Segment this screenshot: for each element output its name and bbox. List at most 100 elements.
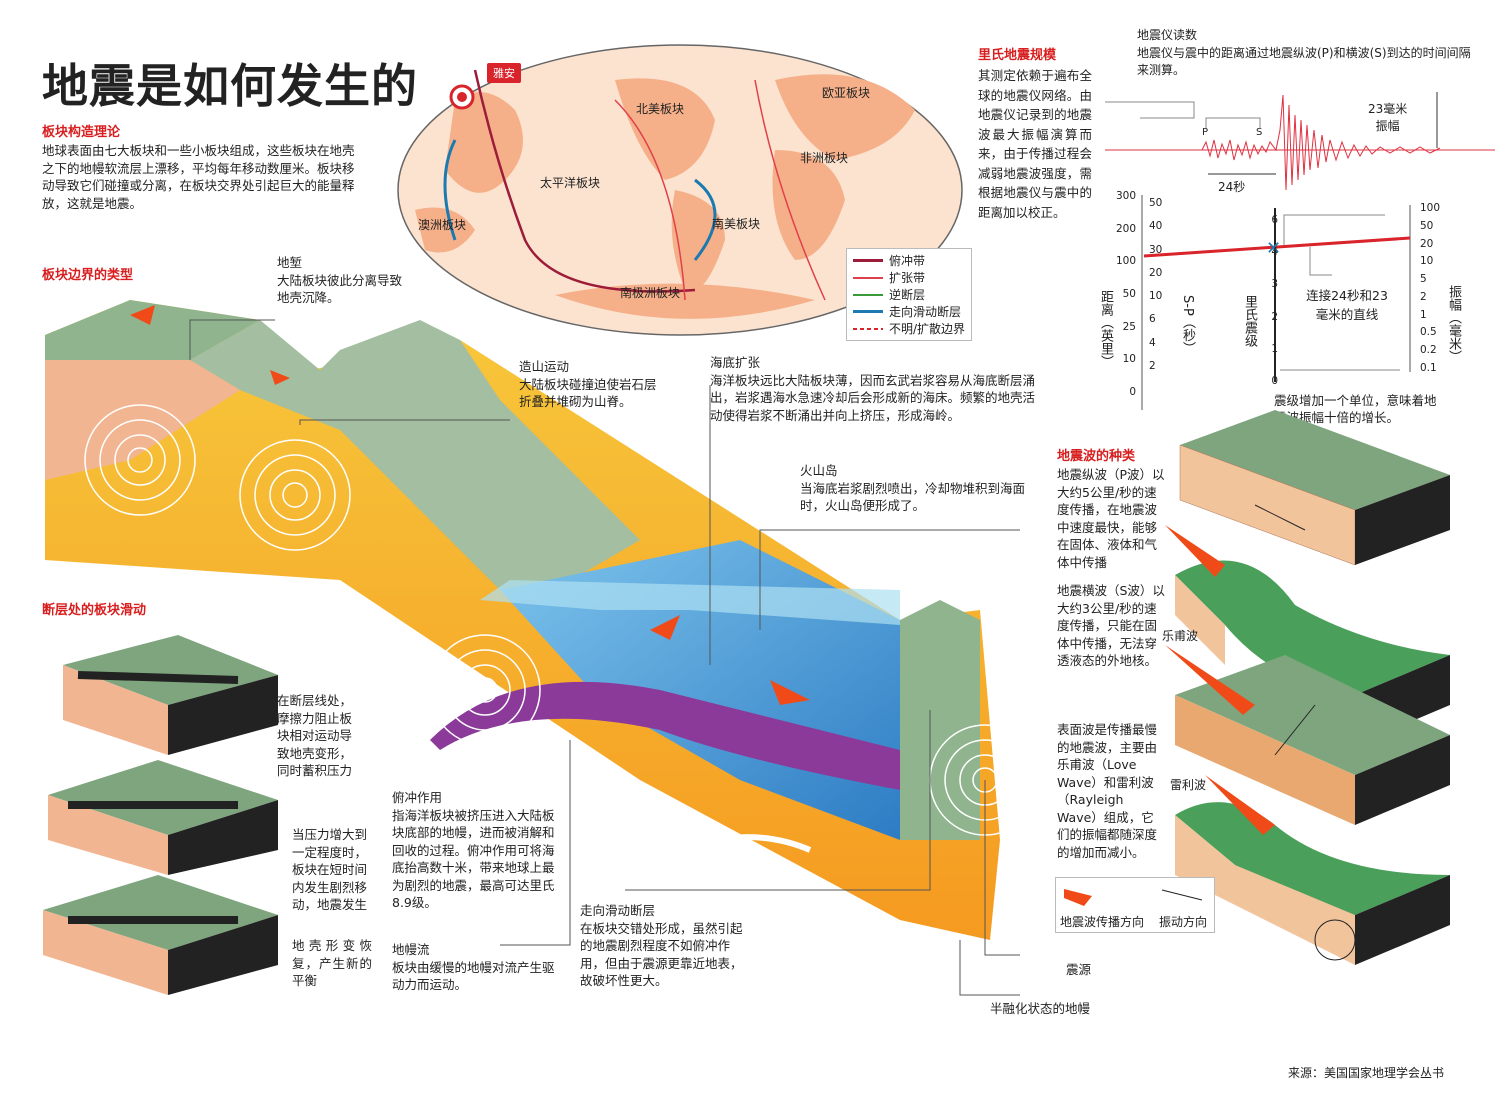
amplitude_ticks-tick-label: 0.2 bbox=[1420, 344, 1437, 357]
fault-slip-blocks bbox=[43, 635, 278, 995]
amplitude_ticks-tick-label: 1 bbox=[1420, 308, 1427, 321]
p-wave-text: 地震纵波（P波）以大约5公里/秒的速度传播，在地震波中速度最快，能够在固体、液体… bbox=[1057, 467, 1165, 570]
propagation-arrow-icon bbox=[1205, 775, 1275, 835]
yaan-marker-label: 雅安 bbox=[487, 63, 521, 83]
rotation-arrow-icon bbox=[1314, 919, 1356, 961]
wave-type-blocks bbox=[1165, 410, 1450, 965]
rayleigh-wave-label: 雷利波 bbox=[1170, 778, 1207, 792]
plate-label: 澳洲板块 bbox=[418, 218, 467, 232]
richter-body: 其测定依赖于遍布全球的地震仪网络。由地震仪记录到的地震波最大振幅演算而来，由于传… bbox=[978, 68, 1092, 220]
fault-block-stage-3 bbox=[43, 875, 278, 995]
vibration-arrow-icon bbox=[1274, 704, 1316, 756]
magnitude_ticks-tick-label: 1 bbox=[1271, 342, 1278, 355]
orogeny-callout: 造山运动 大陆板块碰撞迫使岩石层折叠并堆砌为山脊。 bbox=[519, 359, 657, 409]
amplitude-axis-label: 振幅（毫米） bbox=[1446, 285, 1461, 363]
fault-block-stage-2 bbox=[48, 760, 278, 875]
plate-tectonics-heading: 板块构造理论 bbox=[42, 125, 121, 140]
plate-label: 欧亚板块 bbox=[822, 86, 871, 100]
sp-axis-label: S-P（秒） bbox=[1180, 295, 1195, 355]
propagation-arrow-icon bbox=[1165, 525, 1225, 577]
s-wave-text: 地震横波（S波）以大约3公里/秒的速度传播，只能在固体中传播，无法穿透液态的外地… bbox=[1057, 583, 1165, 668]
amplitude_ticks-tick-label: 10 bbox=[1420, 255, 1434, 268]
amplitude_ticks-tick-label: 0.5 bbox=[1420, 326, 1437, 339]
fault-step-1: 在断层线处，摩擦力阻止板块相对运动导致地壳变形，同时蓄积压力 bbox=[277, 693, 353, 778]
richter-nomogram: ✕ bbox=[1141, 195, 1411, 410]
legend-spreading: 扩张带 bbox=[853, 269, 965, 286]
page-title: 地震是如何发生的 bbox=[42, 59, 418, 113]
sp_ticks-tick-label: 2 bbox=[1149, 360, 1156, 372]
amplitude-label: 23毫米 振幅 bbox=[1368, 102, 1408, 133]
amplitude_ticks-tick-label: 0.1 bbox=[1420, 362, 1437, 374]
magnitude_ticks-tick-label: 2 bbox=[1271, 310, 1278, 323]
focus-label: 震源 bbox=[1066, 962, 1092, 977]
amplitude_ticks-tick-label: 50 bbox=[1420, 219, 1434, 232]
sp_ticks-tick-label: 10 bbox=[1149, 290, 1163, 303]
graben-callout: 地堑 大陆板块彼此分离导致地壳沉降。 bbox=[277, 255, 403, 305]
subduction-callout: 俯冲作用 指海洋板块被挤压进入大陆板块底部的地幔，进而被消解和回收的过程。俯冲作… bbox=[392, 790, 555, 910]
mantle-flow-callout: 地幔流 板块由缓慢的地幔对流产生驱动力而运动。 bbox=[392, 942, 555, 992]
distance_ticks-tick-label: 0 bbox=[1129, 386, 1136, 398]
rayleigh-wave-block bbox=[1175, 802, 1450, 965]
volcano-callout: 火山岛 当海底岩浆剧烈喷出，冷却物堆积到海面时，火山岛便形成了。 bbox=[800, 463, 1026, 513]
interval-label: 24秒 bbox=[1218, 180, 1246, 194]
source-credit: 来源：美国国家地理学会丛书 bbox=[1288, 1066, 1445, 1080]
wave-legend: 地震波传播方向 振动方向 bbox=[1055, 877, 1215, 933]
love-wave-label: 乐甫波 bbox=[1162, 629, 1199, 643]
seismograph-text: 地震仪读数 地震仪与震中的距离通过地震纵波(P)和横波(S)到达的时间间隔来测算… bbox=[1137, 27, 1477, 80]
amplitude_ticks-tick-label: 2 bbox=[1420, 290, 1427, 303]
distance-axis-label: 距离（英里） bbox=[1098, 290, 1113, 368]
plate-label: 非洲板块 bbox=[800, 151, 849, 165]
s-label: S bbox=[1256, 127, 1263, 138]
fault-slip-heading: 断层处的板块滑动 bbox=[42, 603, 147, 618]
surface-wave-text: 表面波是传播最慢的地震波，主要由乐甫波（Love Wave）和雷利波（Rayle… bbox=[1057, 722, 1158, 860]
sp_ticks-tick-label: 40 bbox=[1149, 220, 1163, 233]
amplitude_ticks-tick-label: 20 bbox=[1420, 237, 1434, 250]
sp_ticks-tick-label: 50 bbox=[1149, 197, 1163, 209]
p-wave-block bbox=[1179, 410, 1450, 566]
world-map bbox=[397, 44, 963, 336]
amplitude_ticks-tick-label: 5 bbox=[1420, 273, 1427, 286]
magnitude_ticks-tick-label: 3 bbox=[1271, 278, 1278, 291]
map-legend: 俯冲带 扩张带 逆断层 走向滑动断层 不明/扩散边界 bbox=[846, 248, 973, 341]
legend-propagation: 地震波传播方向 bbox=[1060, 915, 1145, 929]
distance_ticks-tick-label: 25 bbox=[1122, 320, 1136, 333]
distance_ticks-tick-label: 100 bbox=[1115, 255, 1136, 268]
wave-types-heading: 地震波的种类 bbox=[1057, 449, 1136, 464]
strike-slip-callout: 走向滑动断层 在板块交错处形成，虽然引起的地震剧烈程度不如俯冲作用，但由于震源更… bbox=[580, 903, 743, 988]
distance_ticks-tick-label: 50 bbox=[1122, 288, 1136, 300]
magnitude-axis-label: 里氏震级 bbox=[1242, 295, 1257, 347]
boundary-types-heading: 板块边界的类型 bbox=[42, 268, 134, 283]
legend-vibration: 振动方向 bbox=[1159, 915, 1208, 929]
sp_ticks-tick-label: 6 bbox=[1149, 313, 1156, 326]
line-note: 连接24秒和23毫米的直线 bbox=[1306, 288, 1388, 322]
plate-label: 南极洲板块 bbox=[620, 286, 681, 300]
plate-tectonics-body: 地球表面由七大板块和一些小板块组成，这些板块在地壳之下的地幔软流层上漂移，平均每… bbox=[42, 143, 355, 211]
magnitude_ticks-tick-label: 0 bbox=[1271, 375, 1278, 387]
fault-step-2: 当压力增大到一定程度时，板块在短时间内发生剧烈移动，地震发生 bbox=[292, 827, 368, 912]
plate-label: 太平洋板块 bbox=[540, 176, 601, 190]
plate-label: 北美板块 bbox=[636, 102, 685, 116]
legend-diffuse: 不明/扩散边界 bbox=[853, 320, 965, 337]
plate-label: 南美板块 bbox=[712, 217, 761, 231]
love-wave-block bbox=[1175, 655, 1450, 825]
distance_ticks-tick-label: 10 bbox=[1122, 353, 1136, 366]
richter-heading: 里氏地震规模 bbox=[978, 48, 1057, 63]
fault-step-3: 地壳形变恢复，产生新的平衡 bbox=[292, 938, 372, 988]
sp_ticks-tick-label: 20 bbox=[1149, 266, 1163, 279]
legend-thrust: 逆断层 bbox=[853, 286, 965, 303]
distance_ticks-tick-label: 200 bbox=[1115, 222, 1136, 235]
magnitude_ticks-tick-label: 4 bbox=[1271, 246, 1278, 259]
propagation-arrow-icon bbox=[1165, 645, 1255, 715]
magnitude_ticks-tick-label: 6 bbox=[1271, 214, 1278, 226]
semi-molten-label: 半融化状态的地幔 bbox=[990, 1001, 1091, 1016]
seafloor-callout: 海底扩张 海洋板块远比大陆板块薄，因而玄武岩浆容易从海底断层涌出，岩浆遇海水急速… bbox=[710, 355, 1036, 423]
seismograph-heading: 地震仪读数 bbox=[1137, 28, 1198, 42]
amplitude_ticks-tick-label: 100 bbox=[1420, 202, 1441, 214]
legend-subduction: 俯冲带 bbox=[853, 252, 965, 269]
plate-boundary-cross-section bbox=[45, 300, 1041, 996]
seismogram bbox=[1105, 92, 1495, 191]
arrow-icon bbox=[270, 370, 290, 385]
vibration-arrow-icon bbox=[1254, 504, 1306, 531]
distance_ticks-tick-label: 300 bbox=[1115, 190, 1136, 202]
seismograph-body: 地震仪与震中的距离通过地震纵波(P)和横波(S)到达的时间间隔来测算。 bbox=[1137, 45, 1471, 78]
